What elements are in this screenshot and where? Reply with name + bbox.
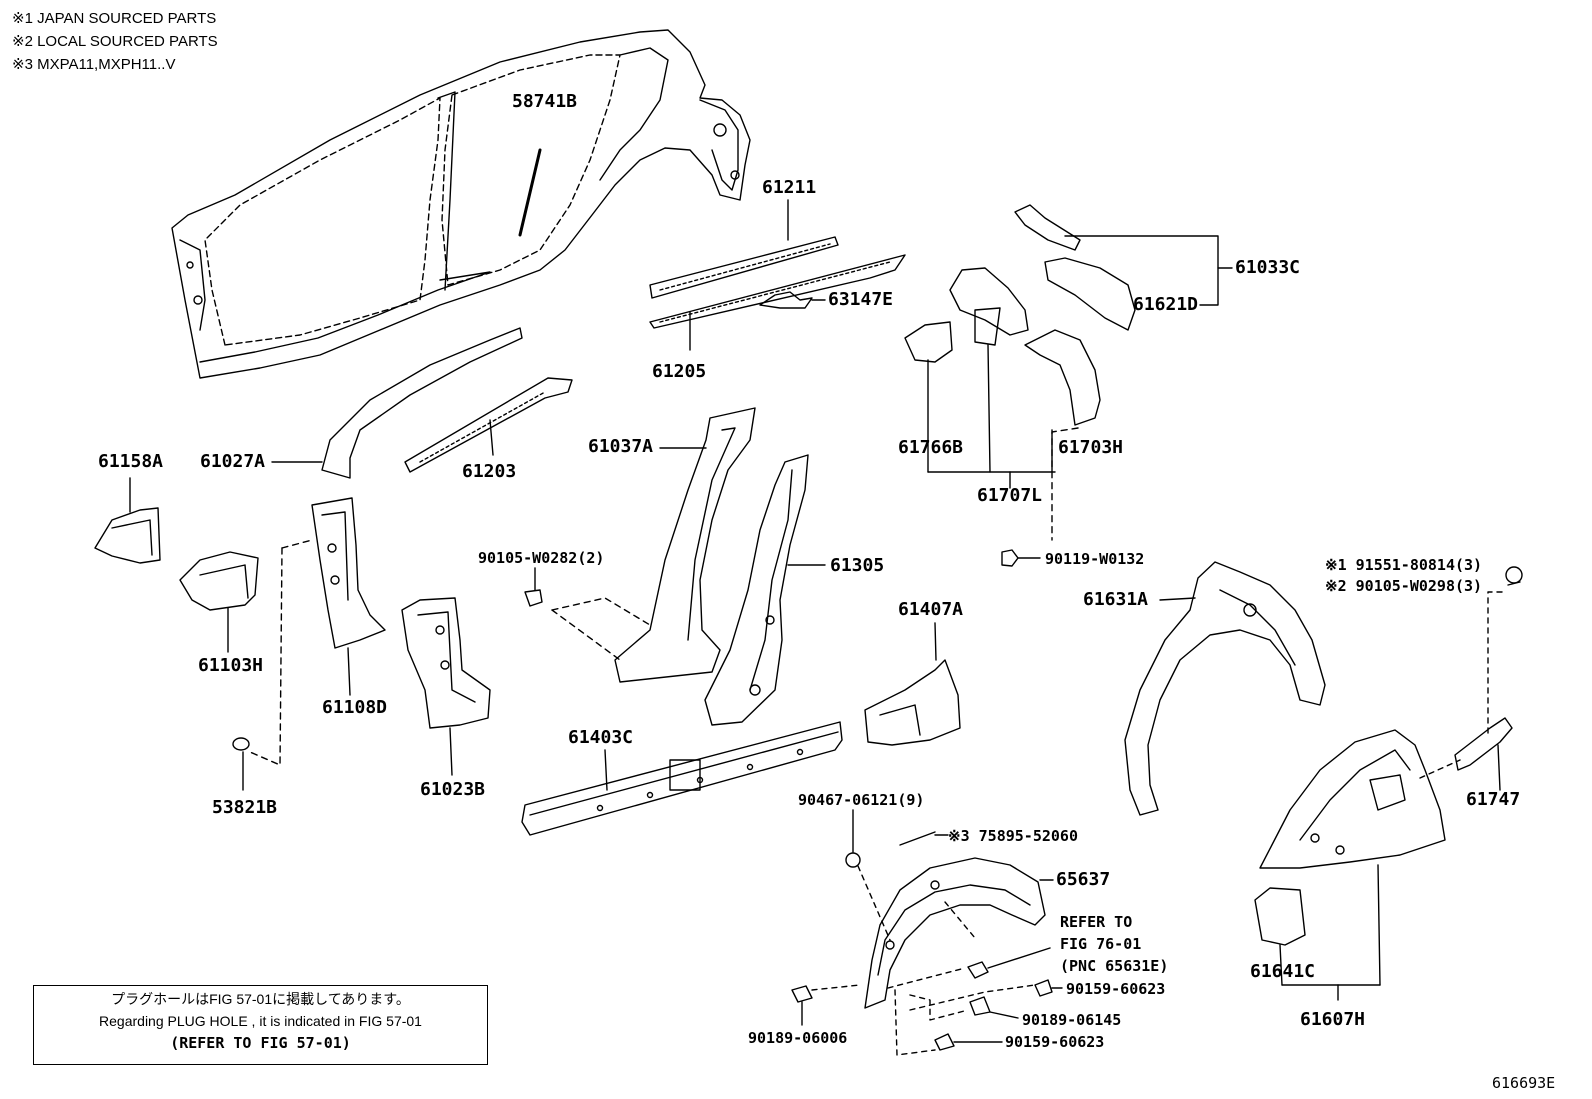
pillar-61027A bbox=[272, 328, 522, 478]
bolt-91551-80814 bbox=[1488, 567, 1522, 735]
label-61407A: 61407A bbox=[898, 599, 964, 620]
label-90105-W0298: ※2 90105-W0298(3) bbox=[1325, 577, 1483, 595]
legend-line-japanese: プラグホールはFIG 57-01に掲載してあります。 bbox=[111, 991, 410, 1007]
lower-fasteners bbox=[792, 948, 1062, 1055]
label-90159-60623-a: 90159-60623 bbox=[1066, 980, 1166, 998]
rail-61205 bbox=[650, 255, 905, 350]
bracket-61747 bbox=[1455, 718, 1512, 790]
legend-line-english: Regarding PLUG HOLE , it is indicated in… bbox=[99, 1013, 422, 1029]
label-75895-52060: ※3 75895-52060 bbox=[948, 827, 1078, 845]
label-61203: 61203 bbox=[462, 461, 517, 482]
label-65637: 65637 bbox=[1056, 869, 1111, 890]
label-91551-80814: ※1 91551-80814(3) bbox=[1325, 556, 1483, 574]
label-63147E: 63147E bbox=[828, 289, 894, 310]
label-90105-W0282: 90105-W0282(2) bbox=[478, 549, 605, 567]
label-61747: 61747 bbox=[1466, 789, 1521, 810]
label-90189-06006: 90189-06006 bbox=[748, 1029, 848, 1047]
label-61108D: 61108D bbox=[322, 697, 388, 718]
pillar-61037A bbox=[552, 408, 755, 682]
label-61205: 61205 bbox=[652, 361, 707, 382]
pillar-61108D bbox=[250, 498, 385, 765]
label-61103H: 61103H bbox=[198, 655, 264, 676]
clip-90467-06121 bbox=[846, 810, 890, 940]
label-61403C: 61403C bbox=[568, 727, 634, 748]
label-90119-W0132: 90119-W0132 bbox=[1045, 550, 1145, 568]
pillar-61305 bbox=[705, 455, 825, 725]
wheelhouse-outer-61607H bbox=[1255, 730, 1460, 1000]
label-refer-fig: FIG 76-01 bbox=[1060, 935, 1142, 953]
panels-61033C bbox=[1015, 205, 1232, 330]
label-61211: 61211 bbox=[762, 177, 817, 198]
roof-rail-61211 bbox=[650, 200, 838, 298]
bracket-61158A bbox=[95, 478, 160, 563]
rail-61203 bbox=[405, 378, 572, 472]
bolt-90105-W0282 bbox=[525, 568, 542, 606]
label-refer-pnc: (PNC 65631E) bbox=[1060, 957, 1169, 975]
note-model-code: ※3 MXPA11,MXPH11..V bbox=[12, 56, 176, 73]
label-61641C: 61641C bbox=[1250, 961, 1316, 982]
liner-65637 bbox=[865, 832, 1053, 1008]
note-local-sourced: ※2 LOCAL SOURCED PARTS bbox=[12, 33, 218, 50]
label-90189-06145: 90189-06145 bbox=[1022, 1011, 1122, 1029]
label-61621D: 61621D bbox=[1133, 294, 1199, 315]
figure-id: 616693E bbox=[1492, 1074, 1556, 1092]
label-53821B: 53821B bbox=[212, 797, 278, 818]
plug-hole-note-box: プラグホールはFIG 57-01に掲載してあります。 Regarding PLU… bbox=[33, 985, 488, 1065]
legend-line-refer: (REFER TO FIG 57-01) bbox=[170, 1034, 351, 1052]
label-90467-06121: 90467-06121(9) bbox=[798, 791, 925, 809]
label-refer-to: REFER TO bbox=[1060, 913, 1133, 931]
bracket-61103H bbox=[180, 552, 258, 652]
clip-53821B bbox=[233, 738, 249, 790]
bracket-63147E bbox=[760, 292, 825, 308]
note-japan-sourced: ※1 JAPAN SOURCED PARTS bbox=[12, 10, 217, 27]
pillar-61023B bbox=[402, 598, 490, 775]
label-58741B: 58741B bbox=[512, 91, 578, 112]
label-61037A: 61037A bbox=[588, 436, 654, 457]
wheelhouse-61631A bbox=[1125, 562, 1325, 815]
label-90159-60623-b: 90159-60623 bbox=[1005, 1033, 1105, 1051]
rocker-61403C bbox=[522, 722, 842, 835]
label-61027A: 61027A bbox=[200, 451, 266, 472]
label-61023B: 61023B bbox=[420, 779, 486, 800]
label-61631A: 61631A bbox=[1083, 589, 1149, 610]
label-61033C: 61033C bbox=[1235, 257, 1301, 278]
label-61158A: 61158A bbox=[98, 451, 164, 472]
side-outer-panel bbox=[172, 30, 750, 378]
label-61305: 61305 bbox=[830, 555, 885, 576]
wheelhouse-brackets-61707L bbox=[905, 268, 1100, 540]
bracket-61407A bbox=[865, 623, 960, 745]
bolt-90119-W0132 bbox=[1002, 550, 1040, 566]
label-61766B: 61766B bbox=[898, 437, 964, 458]
label-61703H: 61703H bbox=[1058, 437, 1124, 458]
label-61607H: 61607H bbox=[1300, 1009, 1366, 1030]
label-61707L: 61707L bbox=[977, 485, 1043, 506]
